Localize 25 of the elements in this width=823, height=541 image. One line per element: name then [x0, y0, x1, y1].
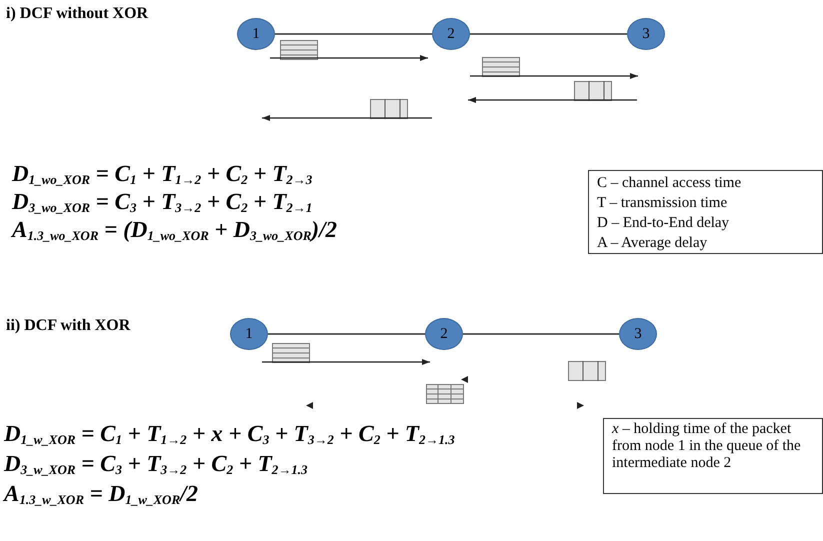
node-circle: 1: [237, 18, 275, 50]
note-box: [603, 418, 823, 494]
formula: A$_{1.3_w_XOR}$ = D$_{1_w_XOR}$/2: [4, 480, 198, 508]
link-line: [470, 33, 627, 35]
node-circle: 2: [425, 318, 463, 350]
note-text: x – holding time of the packet from node 1 in the queue of the intermediate node 2: [612, 421, 802, 472]
formula: D$_{1_wo_XOR}$ = C$_{1}$ + T$_{1→2}$ + C$_{2}$ + T$_{2→3}$: [12, 160, 312, 188]
node-circle: 2: [432, 18, 470, 50]
formula: A$_{1.3_wo_XOR}$ = (D$_{1_wo_XOR}$ + D$_{3_wo_XOR}$)/2: [12, 216, 337, 244]
node-circle: 1: [230, 318, 268, 350]
link-line: [463, 333, 619, 335]
formula: D$_{3_w_XOR}$ = C$_{3}$ + T$_{3→2}$ + C$_{2}$ + T$_{2→1.3}$: [4, 450, 308, 478]
note-text: A – Average delay: [597, 234, 708, 253]
formula: D$_{1_w_XOR}$ = C$_{1}$ + T$_{1→2}$ + x + C$_{3}$ + T$_{3→2}$ + C$_{2}$ + T$_{2→1.3}$: [4, 420, 455, 448]
formula: D$_{3_wo_XOR}$ = C$_{3}$ + T$_{3→2}$ + C$_{2}$ + T$_{2→1}$: [12, 188, 312, 216]
section-title: i) DCF without XOR: [6, 4, 148, 24]
note-text: C – channel access time: [597, 174, 742, 193]
note-text: T – transmission time: [597, 194, 728, 213]
link-line: [275, 33, 432, 35]
legend-box: [588, 170, 823, 254]
node-circle: 3: [619, 318, 657, 350]
node-circle: 3: [627, 18, 665, 50]
section-title: ii) DCF with XOR: [6, 316, 130, 336]
note-text: D – End-to-End delay: [597, 214, 730, 233]
link-line: [268, 333, 425, 335]
